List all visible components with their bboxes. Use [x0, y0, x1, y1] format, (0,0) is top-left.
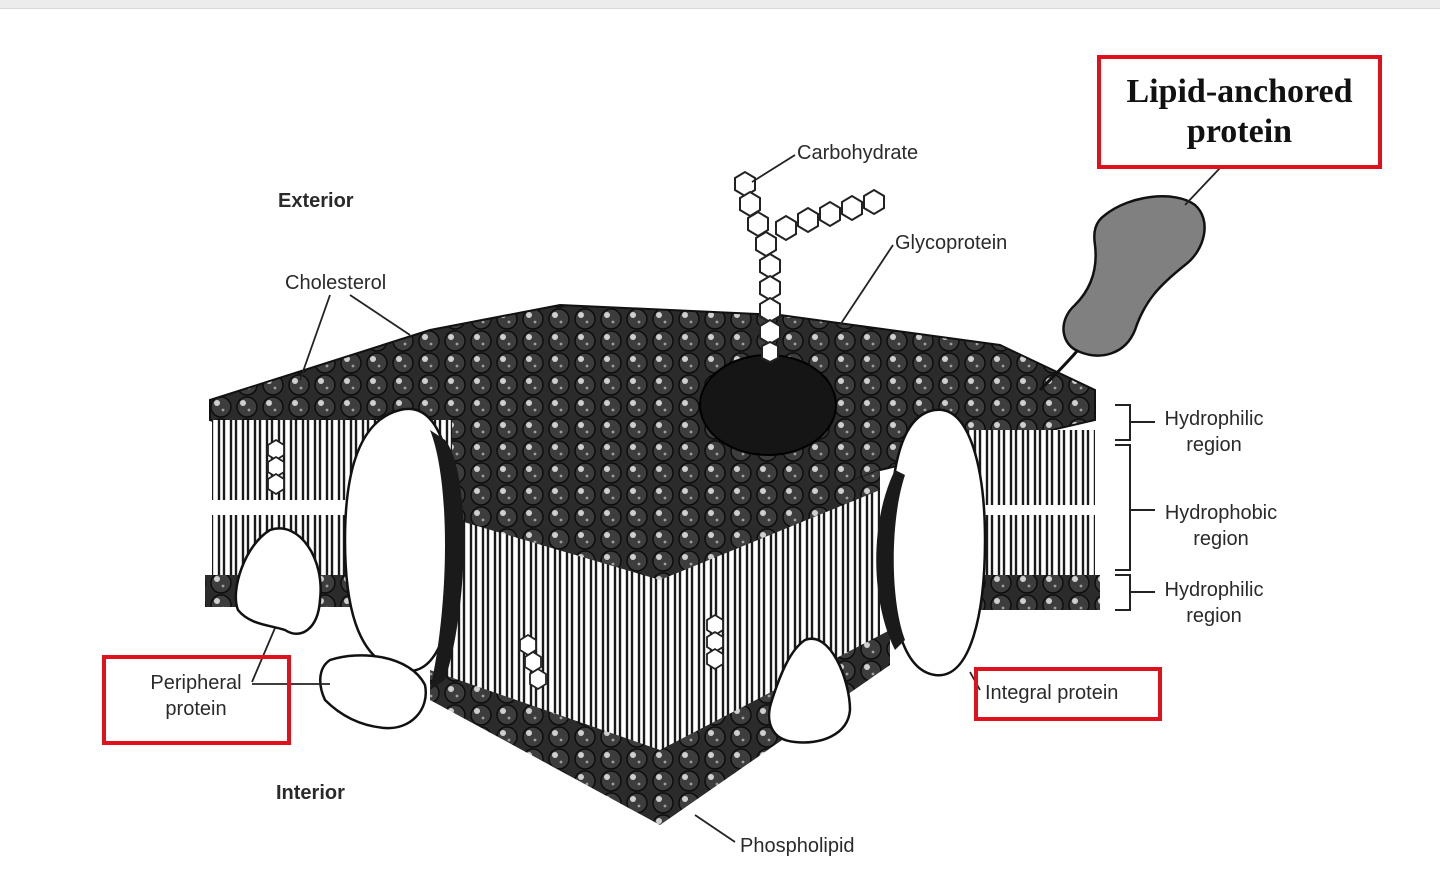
- hydrophilic-bottom-line2: region: [1186, 605, 1242, 627]
- peripheral-line2: protein: [165, 698, 227, 720]
- hydrophilic-top-line2: region: [1186, 434, 1242, 456]
- lipid-anchored-line1: Lipid-anchored: [1126, 73, 1353, 110]
- integral-protein-highlight: [974, 667, 1162, 721]
- lipid-anchored-protein-highlight: [1097, 55, 1382, 169]
- lipid-anchored-protein-label: Lipid-anchored protein: [1101, 72, 1378, 152]
- hydrophobic-line1: Hydrophobic: [1164, 502, 1278, 524]
- phospholipid-label: Phospholipid: [740, 835, 855, 857]
- hydrophilic-top-line1: Hydrophilic: [1164, 408, 1264, 430]
- interior-label: Interior: [276, 782, 345, 804]
- carbohydrate-label: Carbohydrate: [797, 142, 919, 164]
- hydrophobic-label: Hydrophobic region: [1155, 500, 1287, 552]
- region-brackets: [1115, 404, 1155, 611]
- glycoprotein-label: Glycoprotein: [895, 232, 1008, 254]
- lipid-anchored-protein-shape: [1038, 195, 1206, 392]
- peripheral-line1: Peripheral: [150, 672, 242, 694]
- hydrophilic-bottom-line1: Hydrophilic: [1164, 579, 1264, 601]
- hydrophobic-line2: region: [1193, 528, 1249, 550]
- peripheral-protein-highlight: [102, 655, 291, 745]
- peripheral-protein-shapes: [234, 527, 852, 744]
- cholesterol-shapes: [267, 438, 724, 691]
- glycoprotein-shape: [699, 354, 837, 456]
- peripheral-protein-label: Peripheral protein: [135, 670, 257, 722]
- carbohydrate-chain: [734, 170, 885, 364]
- membrane-front-section: [430, 470, 890, 825]
- exterior-label: Exterior: [278, 190, 354, 212]
- leader-lines: [251, 154, 1221, 843]
- integral-protein-label: Integral protein: [985, 682, 1119, 704]
- window-top-bar: [0, 0, 1440, 9]
- integral-protein-shapes: [343, 407, 987, 690]
- lipid-anchored-line2: protein: [1186, 113, 1293, 150]
- cholesterol-label: Cholesterol: [285, 272, 387, 294]
- hydrophilic-top-label: Hydrophilic region: [1155, 406, 1273, 458]
- hydrophilic-bottom-label: Hydrophilic region: [1155, 577, 1273, 629]
